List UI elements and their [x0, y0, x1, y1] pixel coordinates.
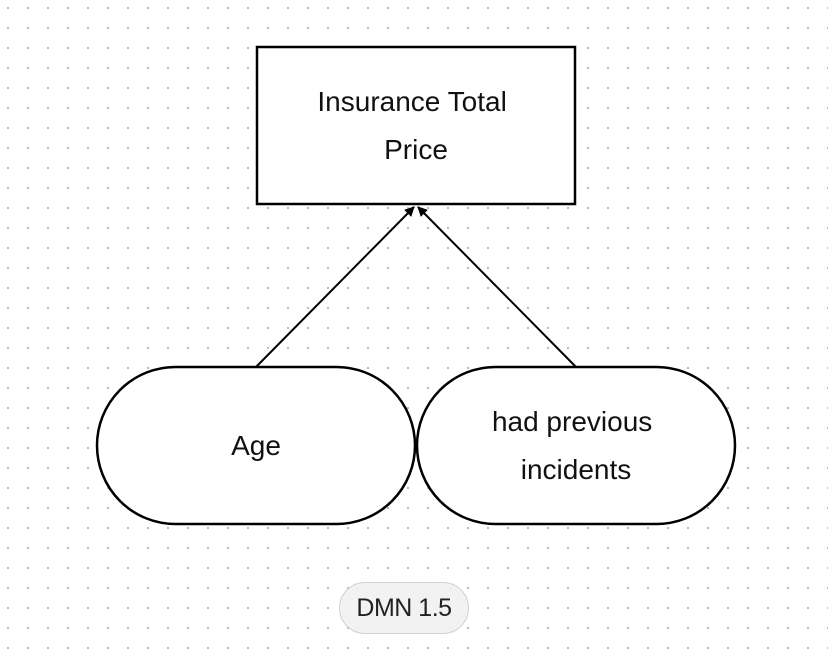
- input-data-label-age-line-1: Age: [231, 430, 281, 461]
- edge-age-to-decision[interactable]: [255, 206, 415, 368]
- decision-shape[interactable]: [255, 45, 577, 206]
- input-data-label-age: Age: [231, 430, 281, 461]
- input-data-label-incidents-line-1: had previous: [492, 406, 652, 437]
- information-requirement-edges: [255, 206, 577, 368]
- input-data-shape-age[interactable]: [95, 365, 417, 526]
- input-data-node-age[interactable]: Age: [95, 365, 417, 526]
- input-data-node-incidents[interactable]: had previous incidents: [415, 365, 737, 526]
- edge-incidents-to-decision[interactable]: [417, 206, 577, 368]
- dmn-version-badge: DMN 1.5: [339, 582, 469, 634]
- input-data-shape-incidents[interactable]: [415, 365, 737, 526]
- input-data-label-incidents: had previous incidents: [492, 406, 660, 485]
- decision-label-line-1: Insurance Total: [317, 86, 506, 117]
- decision-label: Insurance Total Price: [317, 86, 514, 165]
- input-data-label-incidents-line-2: incidents: [521, 454, 632, 485]
- decision-label-line-2: Price: [384, 134, 448, 165]
- decision-node[interactable]: Insurance Total Price: [255, 45, 577, 206]
